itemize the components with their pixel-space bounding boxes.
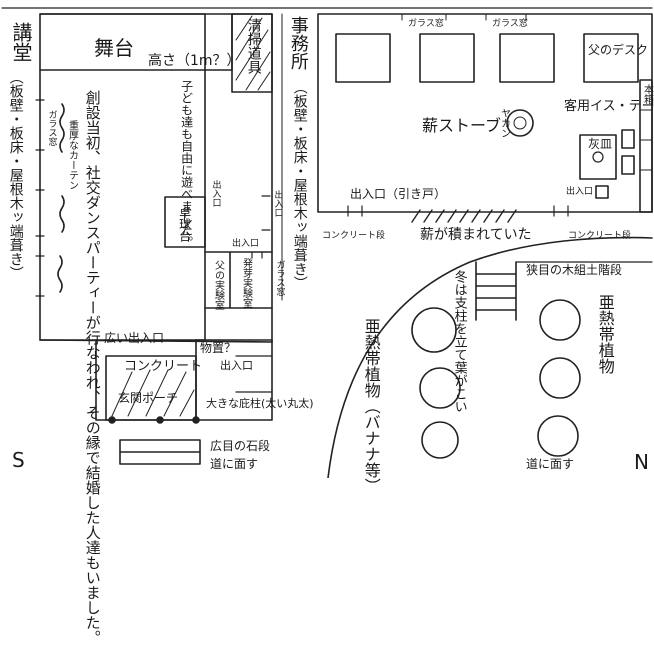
facing-road-label-1: 道に面す <box>210 457 259 471</box>
glass-window-top-2: ガラス窓 <box>492 19 528 29</box>
plant-circle-1 <box>411 307 457 353</box>
firewood-label: 薪が積まれていた <box>420 227 532 243</box>
heavy-curtain-label: 重厚なカーテン <box>66 120 78 190</box>
glass-window-left-label: ガラス窓 <box>46 110 57 146</box>
entrance-label-3: 出入口 <box>232 239 260 249</box>
kettle-label: ヤカン <box>498 108 510 138</box>
stone-steps-label: 広目の石段 <box>210 439 271 453</box>
plant-circle-4 <box>539 299 581 341</box>
curtain-3 <box>57 255 63 293</box>
plant-circle-2 <box>419 367 461 409</box>
storage-label: 物置？ <box>200 341 237 355</box>
chair-2 <box>621 155 635 175</box>
desk-2-shape <box>419 33 475 83</box>
concrete-step-label-1: コンクリート段 <box>322 231 386 241</box>
dad-lab-label: 父の実験室 <box>212 260 224 310</box>
facing-road-label-2: 道に面す <box>526 457 575 471</box>
garden-boundary <box>327 236 653 478</box>
curtain-2 <box>59 195 65 233</box>
storage-room <box>195 339 273 421</box>
concrete-label: コンクリート <box>124 359 203 374</box>
guest-chair-table-label: 客用イス・テーブル <box>564 99 654 114</box>
stage-height-label: 高さ（1m？） <box>148 53 241 69</box>
pillar-1 <box>108 416 116 424</box>
large-pillar-label: 大きな庇柱(太い丸太) <box>206 397 314 410</box>
concrete-step-label-2: コンクリート段 <box>568 231 632 241</box>
tropical-plants-banana-label: 亜熱帯植物（バナナ等） <box>361 318 381 494</box>
plant-circle-6 <box>537 415 579 457</box>
lab-rooms <box>204 251 273 309</box>
desk-3-shape <box>499 33 555 83</box>
floor-plan-sketch <box>1 7 653 478</box>
dad-desk-label: 父のデスク <box>588 43 649 57</box>
plant-circle-5 <box>539 357 581 399</box>
office-materials: （板壁・板床・屋根木ッ端葺き） <box>291 80 308 290</box>
ping-pong-label: 卓球台 <box>177 206 192 242</box>
chair-1 <box>621 129 635 149</box>
stone-steps <box>119 439 201 465</box>
dad-desk-shape <box>583 33 639 83</box>
winter-note: 冬は支柱を立て葉がこい <box>451 270 467 413</box>
north-label: N <box>634 450 649 474</box>
children-played-note: 子ども達も自由に遊べました。 <box>179 80 194 248</box>
ping-pong-table-shape <box>164 196 206 248</box>
wooden-stairs <box>475 261 517 321</box>
plant-circle-3 <box>421 421 459 459</box>
ashtray-label: 灰皿 <box>588 137 613 151</box>
entrance-label-1: 出入口 <box>210 180 221 207</box>
pillar-3 <box>192 416 200 424</box>
bookshelf-label: 本箱 <box>641 84 653 104</box>
cleaning-tools-label: 清掃道具 <box>245 18 262 74</box>
porch-label: 玄関ポーチ <box>118 391 179 405</box>
chair-3 <box>595 185 609 199</box>
cleaning-tools-box <box>231 13 273 93</box>
glass-window-top-1: ガラス窓 <box>408 19 444 29</box>
desk-1-shape <box>335 33 391 83</box>
lecture-hall-title: 講堂 <box>9 22 33 62</box>
guest-table-shape <box>579 134 617 180</box>
porch-walls <box>95 339 197 421</box>
entrance-label-2: 出入口 <box>272 190 283 217</box>
tropical-plants-label: 亜熱帯植物 <box>595 294 615 374</box>
wide-entrance-label: 広い出入口 <box>104 331 165 345</box>
pillar-2 <box>156 416 164 424</box>
bookshelf-shape <box>639 79 653 213</box>
wood-stove-shape <box>506 109 534 137</box>
office-title: 事務所 <box>287 16 309 70</box>
stage-label: 舞台 <box>94 36 134 60</box>
narrow-steps-label: 狭目の木組土階段 <box>526 263 623 277</box>
storage-entrance-label: 出入口 <box>220 359 253 372</box>
founding-story-note: 創設当初、社交ダンスパーティーが行なわれ、その縁で結婚した人達もいました。 <box>83 90 102 645</box>
south-label: S <box>12 448 25 472</box>
lecture-hall-materials: （板壁・板床・屋根木ッ端葺き） <box>7 70 24 280</box>
lecture-hall-bottom-wall <box>39 339 273 343</box>
office-entrance-label: 出入口（引き戸） <box>350 187 447 201</box>
office-entrance-2-label: 出入口 <box>566 187 594 197</box>
glass-window-right-label: ガラス窓 <box>274 260 285 296</box>
wood-stove-label: 薪ストーブ <box>422 116 502 135</box>
curtain-1 <box>59 103 65 153</box>
germination-lab-label: 発芽実験室 <box>240 258 252 308</box>
